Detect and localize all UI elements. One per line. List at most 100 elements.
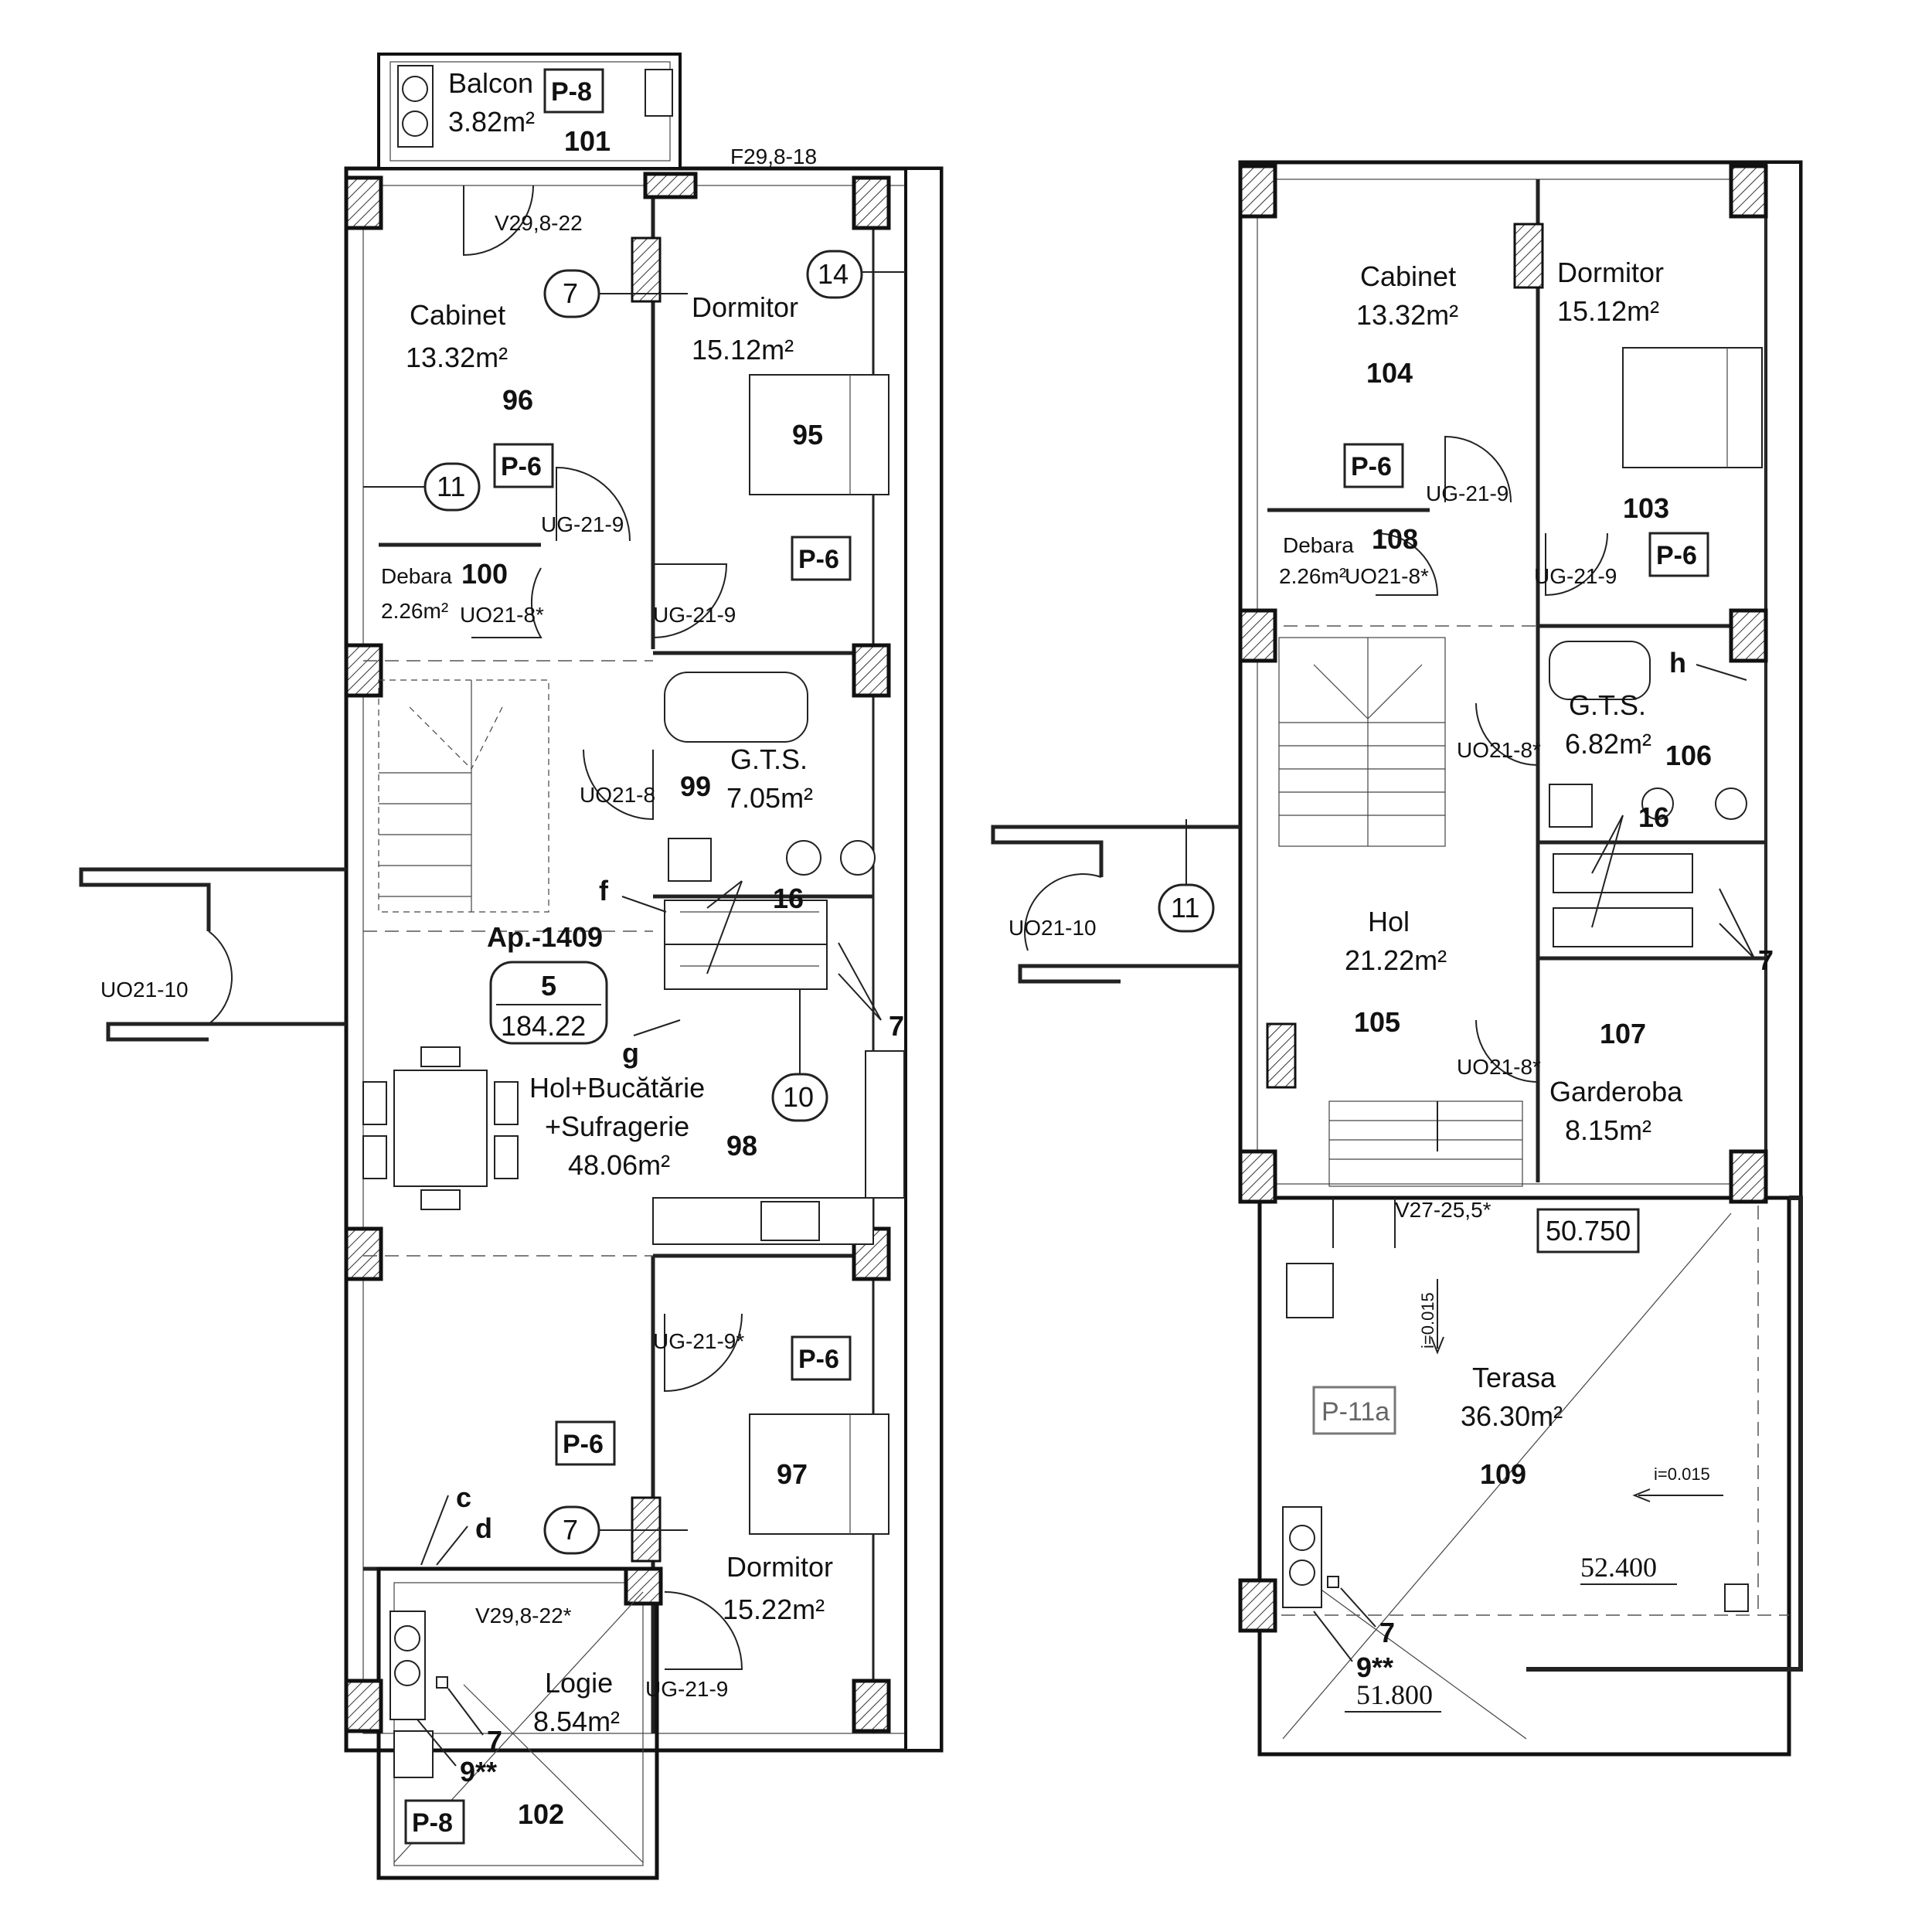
door-swing: [652, 563, 728, 638]
door-label: F29,8-18: [730, 145, 817, 168]
door-label: UO21-10: [100, 978, 189, 1002]
door-swing: [463, 185, 534, 257]
room-name: Dormitor: [692, 291, 798, 323]
kitchen-counter-side: [865, 1050, 905, 1199]
callout-label: 9**: [460, 1756, 497, 1787]
toilet-icon: [1715, 787, 1747, 820]
column: [1238, 1149, 1277, 1204]
logia-diagonal: [463, 1684, 644, 1863]
pipe-icon: [394, 1660, 420, 1686]
room-area: 7.05m²: [726, 782, 813, 814]
door-label: UG-21-9: [1534, 564, 1617, 588]
door-swing: [1375, 532, 1439, 596]
right-plan: Cabinet 13.32m² 104 Dormitor 15.12m² 103…: [991, 160, 1803, 1757]
room-number: 103: [1623, 492, 1669, 524]
room-area: 3.82m²: [448, 106, 535, 138]
column: [1238, 608, 1277, 663]
room-number: 97: [777, 1458, 808, 1490]
pipe-icon: [1289, 1525, 1315, 1551]
column: [852, 643, 891, 698]
leader-line: [420, 1495, 449, 1566]
door-swing: [583, 749, 654, 821]
room-area: 15.12m²: [692, 334, 794, 366]
door-label: UO21-8*: [1457, 738, 1541, 762]
room-number: 96: [502, 384, 533, 416]
apartment-badge: [489, 961, 608, 1045]
panel-tag-label: P-6: [501, 452, 542, 481]
toilet-icon: [786, 840, 821, 876]
apartment-floor: 5: [541, 970, 556, 1002]
column: [344, 1679, 383, 1733]
room-area: 13.32m²: [1356, 299, 1458, 331]
stove-icon: [760, 1201, 820, 1241]
column: [624, 1566, 663, 1606]
terrace-diagonal: [1282, 1213, 1732, 1740]
room-area: 21.22m²: [1345, 944, 1447, 976]
door-label: UG-21-9: [1426, 481, 1509, 505]
room-area: 8.54m²: [533, 1706, 620, 1737]
room-area: 48.06m²: [568, 1149, 670, 1181]
callout-label: 9**: [1356, 1651, 1393, 1683]
callout-label: 16: [1638, 801, 1669, 833]
pipe-icon: [402, 76, 428, 102]
room-name: Cabinet: [1360, 260, 1456, 292]
toilet-icon: [840, 840, 876, 876]
leader-line: [1340, 1587, 1376, 1628]
slope-arrowhead: [1632, 1488, 1651, 1502]
leader-line: [1313, 1611, 1353, 1662]
ac-unit-icon: [1286, 1263, 1334, 1318]
door-swing: [471, 567, 543, 638]
circle-tag-label: 10: [783, 1081, 814, 1113]
left-staircase: [378, 679, 549, 913]
ac-unit-icon: [645, 69, 673, 117]
bathtub-icon: [664, 672, 808, 743]
room-area: 15.22m²: [723, 1594, 825, 1625]
level-label: 51.800: [1356, 1679, 1433, 1710]
callout-label: c: [456, 1481, 471, 1513]
room-area: 15.12m²: [1557, 295, 1659, 327]
room-area: 13.32m²: [406, 342, 508, 373]
room-name: Terasa: [1472, 1362, 1556, 1393]
column: [852, 1679, 891, 1733]
left-east-wall: [904, 167, 943, 1752]
room-name-continued: +Sufragerie: [545, 1111, 689, 1142]
leader-line: [1591, 815, 1624, 874]
room-name: G.T.S.: [1569, 689, 1646, 721]
room-name: Garderoba: [1549, 1076, 1683, 1107]
door-swing: [1332, 1198, 1396, 1248]
leader-line: [1591, 815, 1624, 928]
level-label: 52.400: [1580, 1552, 1657, 1583]
leader-line: [621, 896, 667, 913]
door-swing: [1545, 532, 1608, 597]
column: [1238, 164, 1277, 219]
leader-line: [417, 1719, 457, 1767]
floor-drain-icon: [1327, 1576, 1339, 1588]
door-swing: [664, 1313, 743, 1393]
callout-label: d: [475, 1512, 492, 1544]
panel-tag: [493, 443, 554, 488]
pipe-icon: [1289, 1560, 1315, 1586]
door-swing: [1024, 873, 1102, 951]
boiler-icon: [1282, 1506, 1322, 1608]
bed-icon: [749, 1413, 889, 1535]
door-label: UO21-8*: [460, 603, 544, 627]
room-number: 95: [792, 419, 823, 451]
left-plan: Balcon 3.82m² 101 Cabinet 13.32m² 96 Dor…: [79, 53, 944, 1880]
shaft-pipe: [680, 911, 819, 967]
level-label: 50.750: [1546, 1215, 1631, 1247]
door-label: UO21-10: [1009, 916, 1097, 940]
panel-tag-label: P-6: [563, 1430, 604, 1459]
right-stair-lower: [1328, 1100, 1523, 1187]
slope-label: i=0.015: [1654, 1464, 1710, 1484]
leader-line: [706, 880, 743, 975]
callout-label: 16: [773, 883, 804, 914]
room-name: Debara: [1283, 533, 1354, 557]
room-area: 2.26m²: [1279, 564, 1346, 588]
right-entry-corridor: [991, 825, 1240, 984]
ac-unit-icon: [393, 1730, 434, 1778]
pipe-icon: [394, 1625, 420, 1651]
panel-tag-label: P-8: [412, 1808, 453, 1838]
door-label: UG-21-9: [541, 512, 624, 536]
radiator-icon: [631, 236, 662, 303]
door-swing: [664, 1591, 743, 1670]
